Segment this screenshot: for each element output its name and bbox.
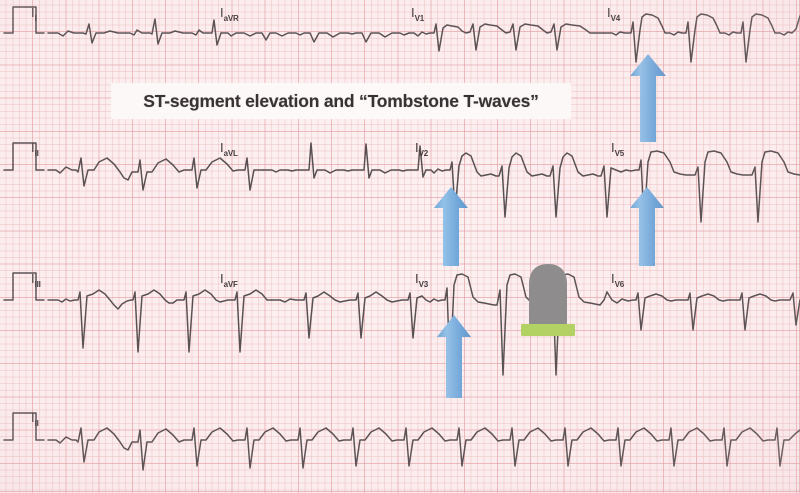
lead-label-rhythm-II: III — [31, 410, 39, 428]
lead-label-bar: I — [31, 140, 35, 155]
lead-label-sub: III — [34, 280, 41, 289]
lead-label-V4: IV4 — [607, 5, 621, 23]
lead-label-III: IIII — [31, 271, 41, 289]
lead-label-bar: I — [607, 5, 611, 20]
tombstone-base-bar — [521, 324, 575, 336]
lead-label-II: III — [31, 140, 39, 158]
calibration-pulse-row3 — [3, 272, 45, 301]
lead-label-sub: V3 — [418, 280, 429, 289]
lead-label-aVL: IaVL — [220, 140, 238, 158]
lead-label-bar: I — [220, 140, 224, 155]
lead-label-sub: V1 — [414, 14, 425, 23]
lead-label-sub: II — [34, 149, 39, 158]
lead-label-bar: I — [415, 140, 419, 155]
trace-lead-V1 — [408, 23, 605, 52]
lead-label-sub: I — [34, 14, 37, 23]
trace-lead-V2 — [425, 152, 612, 218]
lead-label-bar: I — [611, 140, 615, 155]
trace-lead-aVL — [262, 142, 427, 179]
lead-label-V2: IV2 — [415, 140, 429, 158]
calibration-pulse-row2 — [3, 142, 45, 171]
lead-label-bar: I — [415, 271, 419, 286]
lead-label-bar: I — [220, 271, 224, 286]
lead-label-sub: aVL — [223, 149, 238, 158]
lead-label-sub: V5 — [614, 149, 625, 158]
lead-label-bar: I — [220, 5, 224, 20]
lead-label-bar: I — [31, 410, 35, 425]
trace-lead-I — [47, 18, 222, 46]
trace-lead-aVF — [271, 291, 423, 339]
annotation-banner: ST-segment elevation and “Tombstone T-wa… — [111, 83, 571, 119]
trace-lead-V3 — [421, 273, 608, 376]
lead-label-bar: I — [611, 271, 615, 286]
trace-lead-V6 — [606, 291, 800, 331]
calibration-pulse-row1 — [3, 6, 45, 34]
arrow-v4-icon — [630, 54, 666, 142]
arrow-v3-icon — [437, 315, 471, 398]
trace-rhythm-strip-II — [47, 427, 800, 471]
arrow-v5-icon — [630, 187, 664, 266]
tombstone-graphic — [521, 264, 575, 336]
tombstone-body — [529, 264, 567, 328]
lead-label-bar: I — [31, 5, 35, 20]
trace-lead-II — [47, 157, 264, 191]
lead-label-sub: V4 — [610, 14, 621, 23]
lead-label-V6: IV6 — [611, 271, 625, 289]
lead-label-aVR: IaVR — [220, 5, 239, 23]
trace-lead-V5 — [610, 150, 800, 223]
lead-label-sub: aVR — [223, 14, 239, 23]
lead-label-V1: IV1 — [411, 5, 425, 23]
lead-label-sub: V6 — [614, 280, 625, 289]
lead-label-sub: V2 — [418, 149, 429, 158]
trace-lead-V4 — [603, 13, 800, 63]
lead-label-bar: I — [31, 271, 35, 286]
lead-label-bar: I — [411, 5, 415, 20]
lead-label-I: II — [31, 5, 37, 23]
annotation-banner-text: ST-segment elevation and “Tombstone T-wa… — [143, 90, 539, 111]
lead-label-V3: IV3 — [415, 271, 429, 289]
lead-label-V5: IV5 — [611, 140, 625, 158]
trace-lead-aVR — [220, 32, 410, 43]
lead-label-aVF: IaVF — [220, 271, 238, 289]
calibration-pulse-row4 — [3, 412, 45, 441]
lead-label-sub: II — [34, 419, 39, 428]
lead-label-sub: aVF — [223, 280, 238, 289]
trace-lead-III — [47, 289, 273, 353]
arrow-v2-icon — [434, 187, 468, 266]
